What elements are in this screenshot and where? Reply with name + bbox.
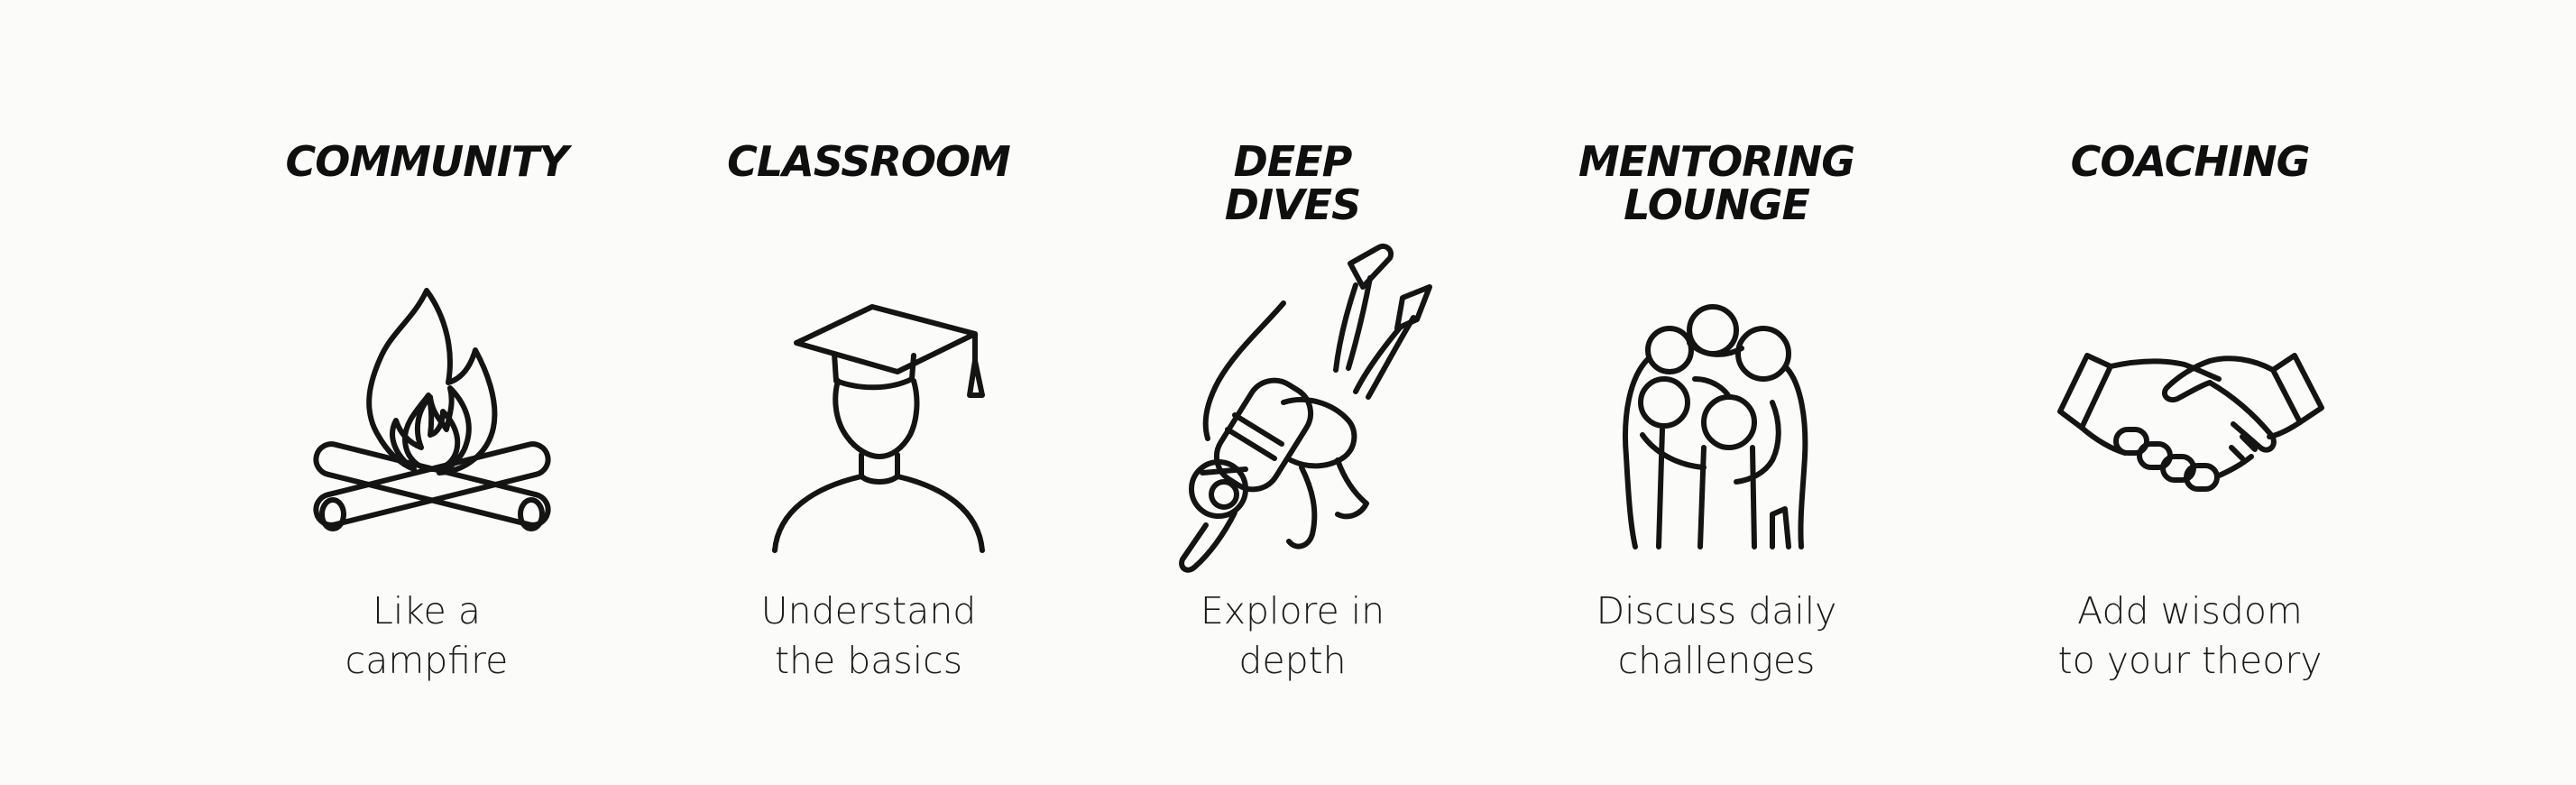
feature-title: CLASSROOM: [727, 137, 1011, 186]
campfire-icon: [246, 244, 607, 586]
feature-classroom: CLASSROOM Understand the basics: [661, 0, 1076, 785]
feature-caption: Explore in depth: [1200, 589, 1385, 682]
group-hug-icon: [1536, 244, 1897, 586]
feature-title: COACHING: [2070, 137, 2311, 186]
feature-caption: Understand the basics: [760, 589, 977, 682]
feature-mentoring-lounge: MENTORING LOUNGE Discuss daily challenge…: [1509, 0, 1924, 785]
feature-title: DEEP DIVES: [1224, 137, 1361, 229]
feature-community: COMMUNITY Like a campfire: [219, 0, 634, 785]
feature-caption: Discuss daily challenges: [1596, 589, 1837, 682]
feature-deep-dives: DEEP DIVES: [1085, 0, 1500, 785]
feature-caption: Add wisdom to your theory: [2057, 589, 2323, 682]
feature-title: MENTORING LOUNGE: [1578, 137, 1855, 229]
handshake-icon: [2010, 244, 2370, 586]
graduate-icon: [688, 244, 1049, 586]
feature-title: COMMUNITY: [285, 137, 568, 186]
scuba-diver-icon: [1112, 244, 1473, 586]
feature-coaching: COACHING Add wisdom to your theory: [1983, 0, 2397, 785]
feature-caption: Like a campfire: [345, 589, 509, 682]
